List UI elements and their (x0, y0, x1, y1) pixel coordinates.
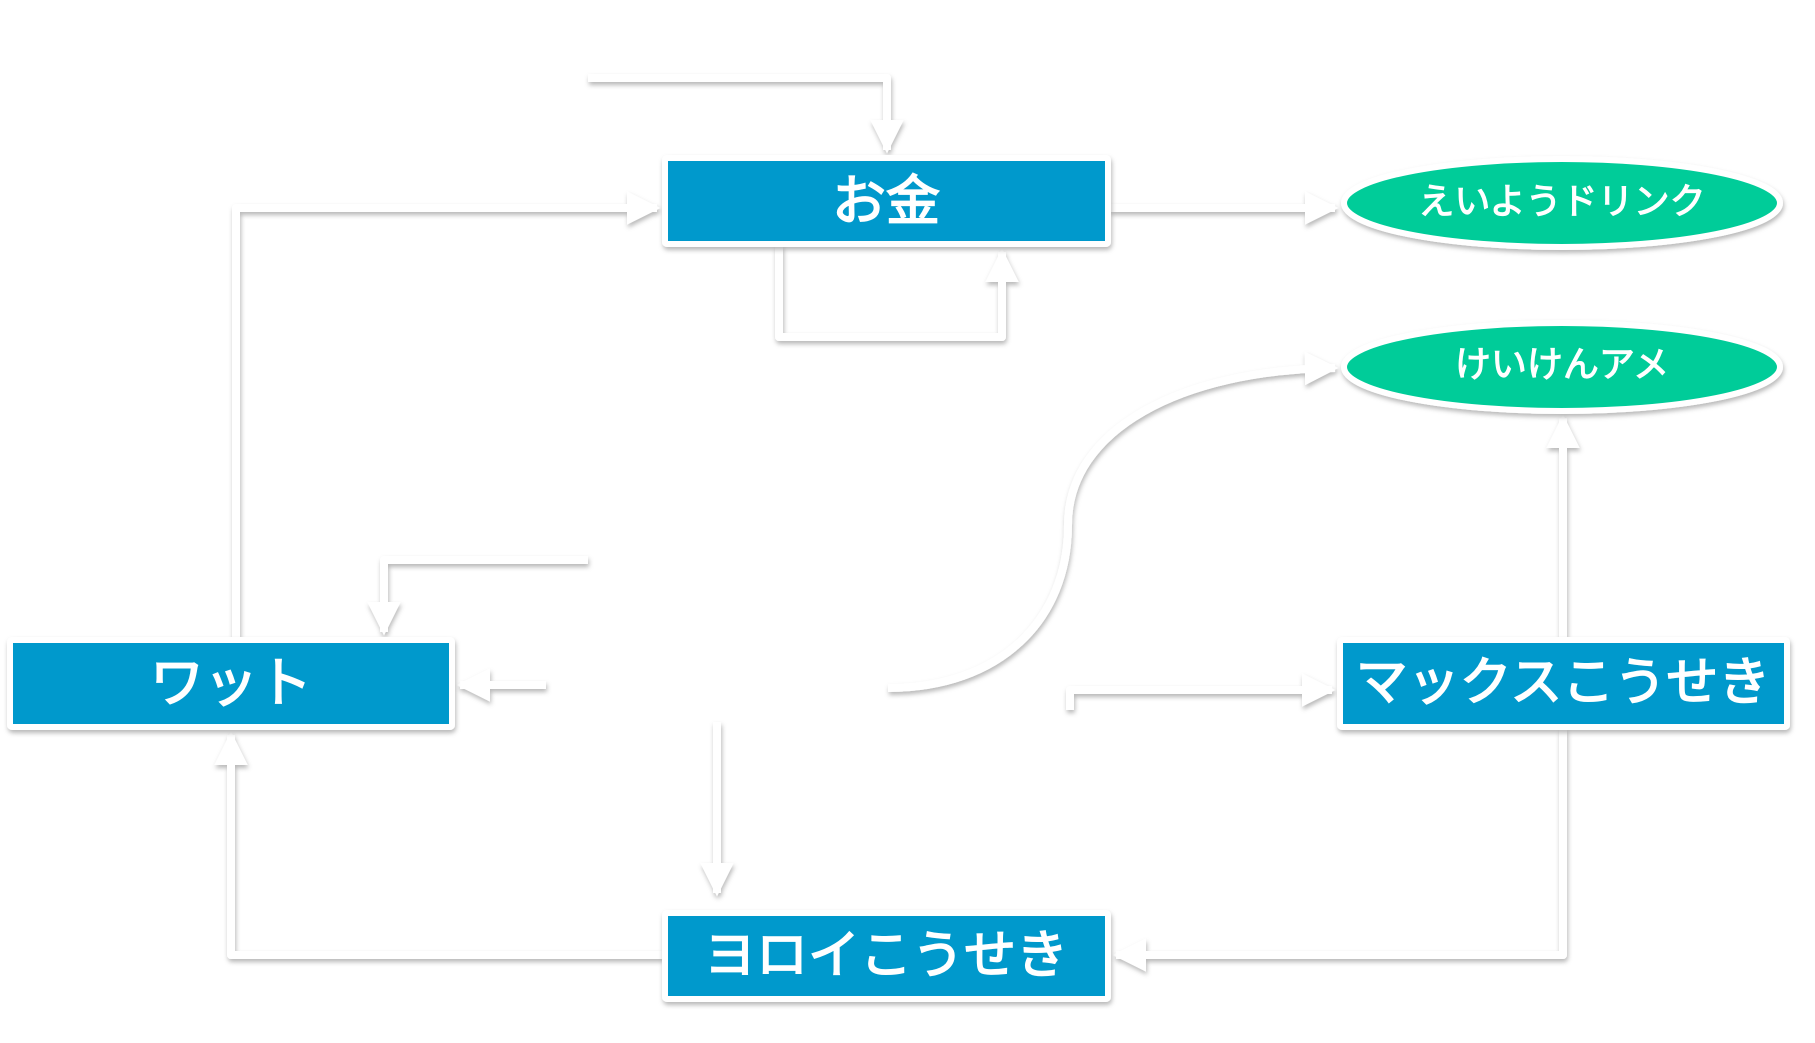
node-max-mushroom-label: マックスこうせき (1356, 653, 1770, 713)
node-watt[interactable]: ワット (7, 637, 455, 730)
edge-watt-to-money (232, 191, 661, 638)
edge-max-mushroom-to-armor-ore (1112, 729, 1567, 972)
node-money[interactable]: お金 (662, 155, 1111, 247)
edge-external-to-watt (367, 556, 588, 636)
edge-center-to-max-mushroom (1066, 673, 1336, 710)
node-armor-ore-label: ヨロイこうせき (704, 926, 1068, 986)
node-exp-candy[interactable]: けいけんアメ (1341, 320, 1783, 414)
node-nutrient-drink-label: えいようドリンク (1418, 182, 1705, 223)
node-money-label: お金 (832, 170, 941, 233)
edge-money-self-loop (775, 246, 1019, 341)
node-watt-label: ワット (150, 652, 312, 715)
node-exp-candy-label: けいけんアメ (1455, 345, 1669, 386)
edge-external-to-money (588, 74, 904, 154)
edge-armor-ore-to-watt (214, 731, 663, 959)
node-nutrient-drink[interactable]: えいようドリンク (1341, 156, 1783, 250)
edge-center-to-exp-candy (887, 351, 1339, 692)
node-armor-ore[interactable]: ヨロイこうせき (662, 910, 1111, 1002)
node-max-mushroom[interactable]: マックスこうせき (1337, 637, 1790, 730)
